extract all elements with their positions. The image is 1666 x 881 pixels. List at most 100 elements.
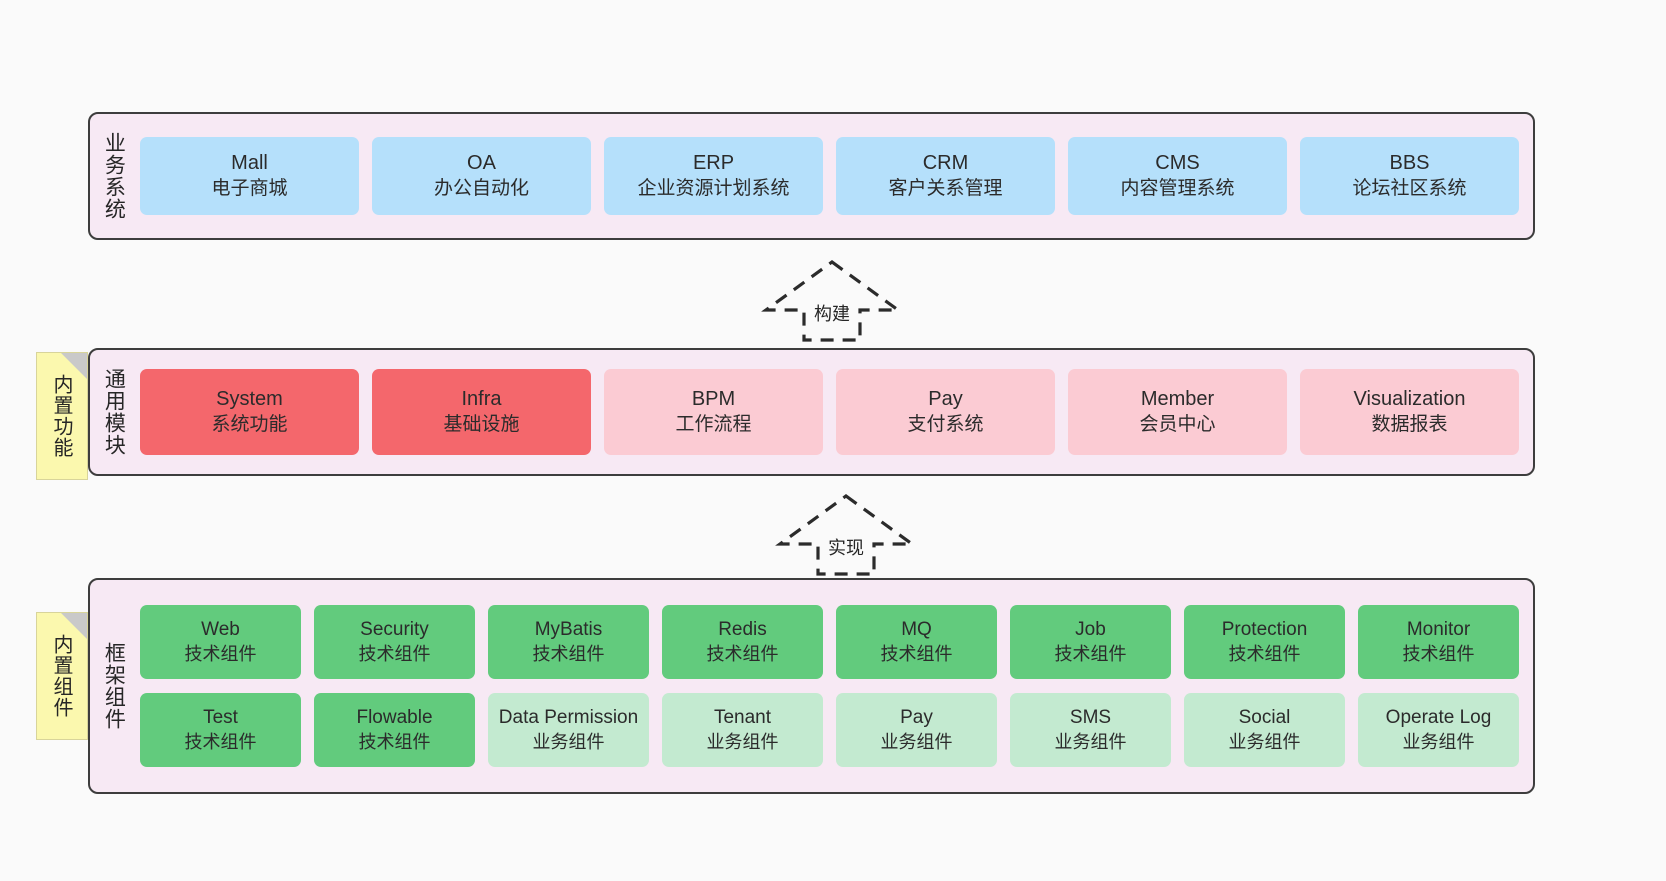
card-row: System 系统功能 Infra 基础设施 BPM 工作流程 Pay 支付系统… [140,369,1519,455]
card-subtitle: 技术组件 [184,731,257,752]
card-subtitle: 论坛社区系统 [1352,177,1467,199]
card-bbs[interactable]: BBS 论坛社区系统 [1300,137,1519,215]
card-subtitle: 支付系统 [907,413,984,435]
card-subtitle: 数据报表 [1371,413,1448,435]
card-row: Web 技术组件 Security 技术组件 MyBatis 技术组件 Redi… [140,605,1519,679]
card-test[interactable]: Test 技术组件 [140,693,301,767]
card-title: MyBatis [534,619,603,641]
card-title: Operate Log [1385,707,1492,729]
sticky-note-builtin-component: 内置组件 [36,612,88,740]
card-operate-log[interactable]: Operate Log 业务组件 [1358,693,1519,767]
card-subtitle: 客户关系管理 [888,177,1003,199]
card-pay-component[interactable]: Pay 业务组件 [836,693,997,767]
folded-corner-icon [61,613,87,639]
card-title: Pay [928,388,963,411]
card-mall[interactable]: Mall 电子商城 [140,137,359,215]
card-subtitle: 技术组件 [706,643,779,664]
card-system[interactable]: System 系统功能 [140,369,359,455]
sticky-note-label: 内置功能 [50,374,72,458]
card-title: CRM [922,152,969,175]
folded-corner-icon [61,353,87,379]
card-sms[interactable]: SMS 业务组件 [1010,693,1171,767]
layer-body-business-system: Mall 电子商城 OA 办公自动化 ERP 企业资源计划系统 CRM 客户关系… [136,114,1533,238]
card-redis[interactable]: Redis 技术组件 [662,605,823,679]
sticky-note-builtin-function: 内置功能 [36,352,88,480]
card-subtitle: 业务组件 [532,731,605,752]
arrow-implement-label: 实现 [828,538,864,558]
arrow-implement: 实现 [766,492,926,576]
card-subtitle: 技术组件 [1228,643,1301,664]
card-protection[interactable]: Protection 技术组件 [1184,605,1345,679]
arrow-build: 构建 [752,258,912,342]
card-title: Web [201,619,240,641]
card-title: Redis [718,619,767,641]
card-title: Member [1140,388,1215,411]
arrow-build-label: 构建 [814,304,850,324]
card-job[interactable]: Job 技术组件 [1010,605,1171,679]
card-title: ERP [692,152,735,175]
card-visualization[interactable]: Visualization 数据报表 [1300,369,1519,455]
card-member[interactable]: Member 会员中心 [1068,369,1287,455]
card-subtitle: 业务组件 [1054,731,1127,752]
layer-title-framework-component: 框架组件 [102,642,126,730]
card-title: Visualization [1353,388,1466,411]
card-row: Test 技术组件 Flowable 技术组件 Data Permission … [140,693,1519,767]
card-title: Flowable [356,707,433,729]
card-subtitle: 技术组件 [358,731,431,752]
layer-common-module: 通用模块 System 系统功能 Infra 基础设施 BPM 工作流程 Pay… [88,348,1535,476]
card-row: Mall 电子商城 OA 办公自动化 ERP 企业资源计划系统 CRM 客户关系… [140,137,1519,215]
card-subtitle: 业务组件 [706,731,779,752]
layer-body-common-module: System 系统功能 Infra 基础设施 BPM 工作流程 Pay 支付系统… [136,350,1533,474]
card-crm[interactable]: CRM 客户关系管理 [836,137,1055,215]
card-social[interactable]: Social 业务组件 [1184,693,1345,767]
card-title: Test [203,707,238,729]
card-title: Tenant [713,707,772,729]
card-title: Mall [231,152,268,175]
sticky-note-label: 内置组件 [50,634,72,718]
layer-framework-component: 框架组件 Web 技术组件 Security 技术组件 MyBatis 技术组件… [88,578,1535,794]
card-title: MQ [901,619,932,641]
card-title: Security [360,619,429,641]
card-web[interactable]: Web 技术组件 [140,605,301,679]
card-erp[interactable]: ERP 企业资源计划系统 [604,137,823,215]
card-title: Pay [900,707,933,729]
card-mq[interactable]: MQ 技术组件 [836,605,997,679]
card-bpm[interactable]: BPM 工作流程 [604,369,823,455]
card-subtitle: 业务组件 [1228,731,1301,752]
card-title: Monitor [1406,619,1471,641]
card-subtitle: 企业资源计划系统 [637,177,790,199]
layer-body-framework-component: Web 技术组件 Security 技术组件 MyBatis 技术组件 Redi… [136,580,1533,792]
card-title: Job [1075,619,1106,641]
card-monitor[interactable]: Monitor 技术组件 [1358,605,1519,679]
card-security[interactable]: Security 技术组件 [314,605,475,679]
card-title: OA [467,152,496,175]
card-title: Data Permission [498,707,639,729]
card-flowable[interactable]: Flowable 技术组件 [314,693,475,767]
card-oa[interactable]: OA 办公自动化 [372,137,591,215]
card-subtitle: 内容管理系统 [1120,177,1235,199]
card-title: Social [1238,707,1291,729]
card-subtitle: 基础设施 [443,413,520,435]
card-title: SMS [1069,707,1112,729]
card-subtitle: 办公自动化 [433,177,529,199]
card-subtitle: 技术组件 [358,643,431,664]
card-subtitle: 技术组件 [1054,643,1127,664]
card-subtitle: 技术组件 [880,643,953,664]
layer-business-system: 业务系统 Mall 电子商城 OA 办公自动化 ERP 企业资源计划系统 CRM… [88,112,1535,240]
layer-title-business-system: 业务系统 [102,132,126,220]
card-title: CMS [1155,152,1200,175]
card-title: BBS [1389,152,1430,175]
card-infra[interactable]: Infra 基础设施 [372,369,591,455]
card-cms[interactable]: CMS 内容管理系统 [1068,137,1287,215]
card-subtitle: 工作流程 [675,413,752,435]
card-pay[interactable]: Pay 支付系统 [836,369,1055,455]
card-data-permission[interactable]: Data Permission 业务组件 [488,693,649,767]
card-subtitle: 系统功能 [211,413,288,435]
card-subtitle: 技术组件 [1402,643,1475,664]
card-title: BPM [691,388,736,411]
card-subtitle: 技术组件 [532,643,605,664]
card-tenant[interactable]: Tenant 业务组件 [662,693,823,767]
card-mybatis[interactable]: MyBatis 技术组件 [488,605,649,679]
card-subtitle: 业务组件 [880,731,953,752]
